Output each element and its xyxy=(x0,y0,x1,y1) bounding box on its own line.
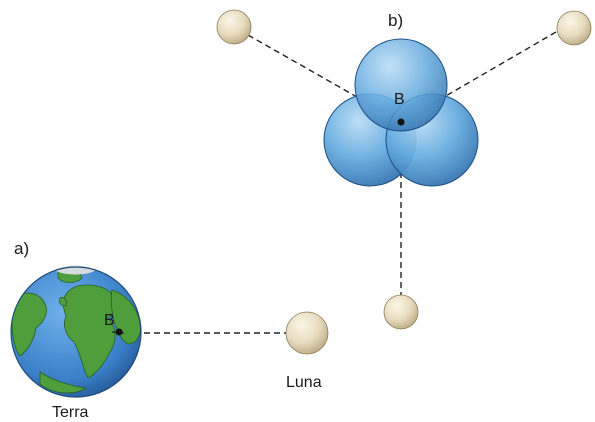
barycenter-label-earth: B xyxy=(104,312,115,329)
earth-label: Terra xyxy=(52,404,89,421)
moon xyxy=(285,311,329,355)
barycenter-point-cluster xyxy=(397,118,405,126)
earth-globe xyxy=(10,265,142,398)
small-sphere-top-right xyxy=(556,10,592,46)
moon-label: Luna xyxy=(286,374,322,391)
barycenter-label-cluster: B xyxy=(394,91,405,108)
part-b-label: b) xyxy=(388,11,403,30)
barycenter-point-earth xyxy=(115,328,123,336)
part-a-label: a) xyxy=(14,239,29,258)
cluster-system: B b) xyxy=(216,9,592,330)
earth-moon-system: a) B Te xyxy=(10,239,329,421)
small-sphere-bottom xyxy=(383,294,419,330)
blue-sphere-top xyxy=(354,38,448,132)
small-sphere-top-left xyxy=(216,9,252,45)
